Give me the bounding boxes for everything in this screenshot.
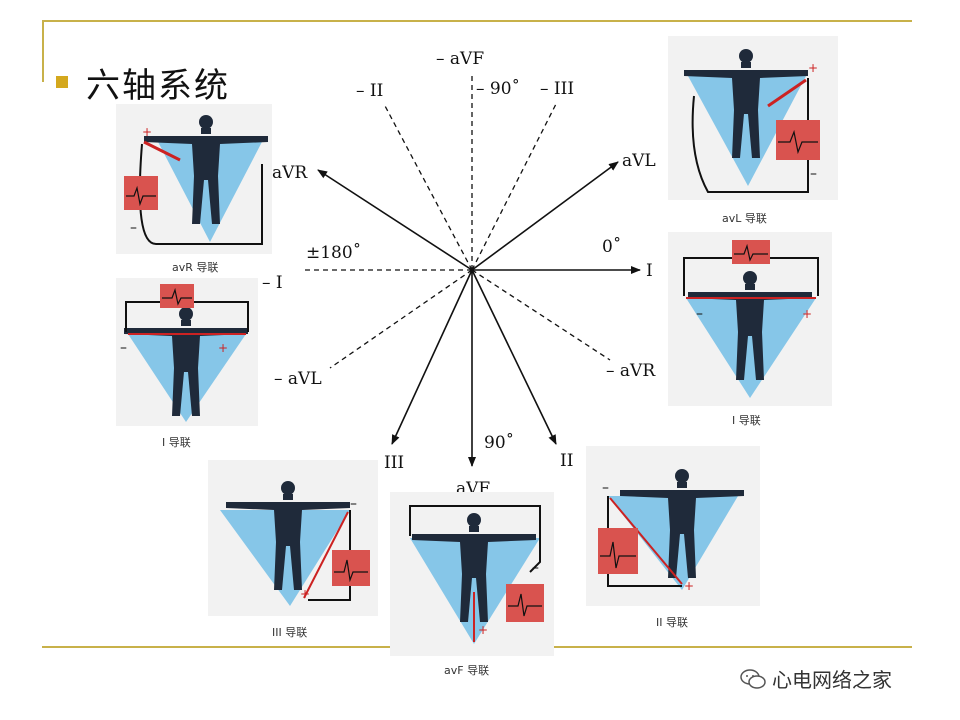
caption-lead-i-left: I 导联 bbox=[162, 436, 191, 449]
label-180: ±180˚ bbox=[306, 243, 361, 263]
label-0: 0˚ bbox=[602, 237, 621, 257]
caption-lead-i-right: I 导联 bbox=[732, 414, 761, 427]
page-title: 六轴系统 bbox=[86, 66, 230, 106]
axis-neg-iii bbox=[471, 103, 557, 271]
panel-avl: + – bbox=[668, 36, 838, 200]
caption-avr: avR 导联 bbox=[172, 261, 218, 274]
axes bbox=[317, 161, 641, 467]
top-rule bbox=[42, 20, 912, 22]
svg-text:+: + bbox=[300, 587, 310, 601]
negative-axes bbox=[304, 72, 611, 369]
svg-text:–: – bbox=[130, 220, 137, 236]
wechat-icon bbox=[740, 668, 766, 689]
label-iii: III bbox=[384, 453, 404, 473]
svg-text:–: – bbox=[810, 166, 817, 182]
panel-iii: – + bbox=[208, 460, 378, 616]
axis-avl bbox=[471, 161, 619, 271]
panel-ii: – + bbox=[586, 446, 760, 606]
svg-text:+: + bbox=[808, 61, 818, 75]
label-neg-i: – I bbox=[262, 273, 283, 293]
panel-lead-i-right: – + bbox=[668, 232, 832, 406]
svg-text:+: + bbox=[218, 341, 228, 355]
label-neg90: – 90˚ bbox=[476, 79, 520, 99]
label-neg-avf: – aVF bbox=[436, 49, 484, 69]
axis-iii bbox=[391, 269, 473, 445]
label-neg-avl: – aVL bbox=[274, 369, 322, 389]
label-90: 90˚ bbox=[484, 433, 514, 453]
svg-text:–: – bbox=[120, 340, 127, 356]
svg-text:–: – bbox=[696, 306, 703, 322]
watermark: 心电网络之家 bbox=[740, 664, 892, 693]
axis-avr bbox=[317, 169, 473, 271]
svg-text:+: + bbox=[142, 125, 152, 139]
watermark-text: 心电网络之家 bbox=[772, 668, 892, 692]
caption-avf: avF 导联 bbox=[444, 664, 489, 677]
caption-ii: II 导联 bbox=[656, 616, 688, 629]
label-neg-iii: – III bbox=[540, 79, 574, 99]
label-avl: aVL bbox=[622, 151, 656, 171]
svg-text:+: + bbox=[802, 307, 812, 321]
svg-text:+: + bbox=[478, 623, 488, 637]
label-i: I bbox=[646, 261, 653, 281]
svg-text:–: – bbox=[350, 496, 357, 512]
caption-iii: III 导联 bbox=[272, 626, 307, 639]
svg-text:–: – bbox=[602, 480, 609, 496]
label-neg-avr: – aVR bbox=[606, 361, 656, 381]
label-neg-ii: – II bbox=[356, 81, 383, 101]
axis-neg-ii bbox=[383, 103, 473, 271]
left-rule bbox=[42, 20, 44, 82]
bullet-icon bbox=[56, 76, 68, 88]
axis-neg-avl bbox=[329, 269, 473, 369]
label-avr: aVR bbox=[272, 163, 308, 183]
panel-avr: + – bbox=[116, 104, 272, 254]
panel-lead-i-left: – + bbox=[116, 278, 258, 426]
label-ii: II bbox=[560, 451, 573, 471]
svg-text:+: + bbox=[684, 579, 694, 593]
caption-avl: avL 导联 bbox=[722, 212, 767, 225]
panel-avf: – + bbox=[390, 492, 554, 656]
axis-neg-avr bbox=[471, 269, 611, 361]
svg-text:–: – bbox=[532, 560, 539, 576]
axis-ii bbox=[471, 269, 557, 445]
